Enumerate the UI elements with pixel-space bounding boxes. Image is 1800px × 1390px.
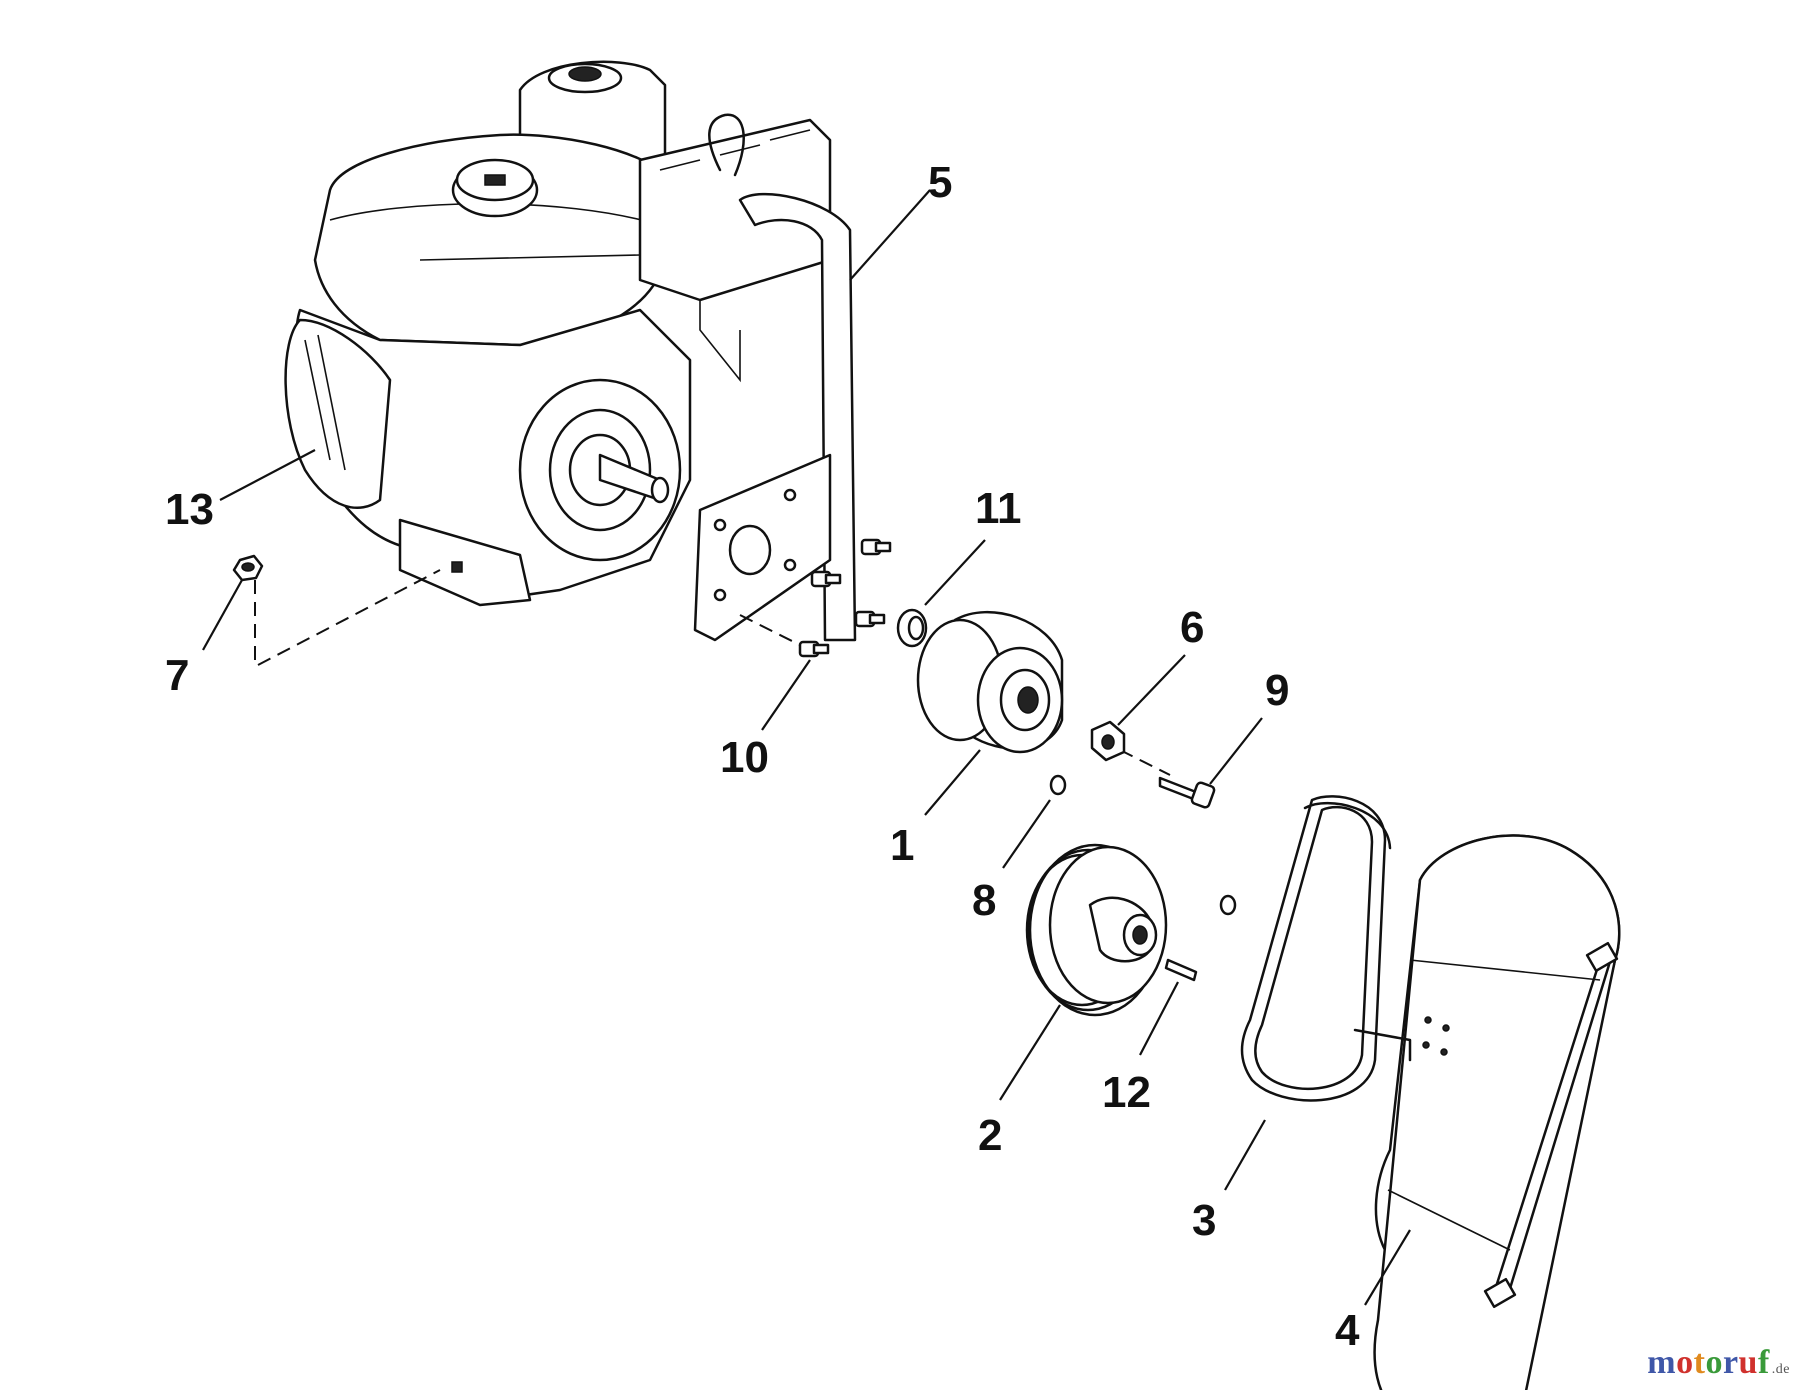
watermark-letter: m: [1647, 1344, 1677, 1381]
pulley: [1025, 843, 1168, 1017]
callout-9: 9: [1265, 666, 1289, 715]
bolts: [798, 538, 892, 658]
spacer: [896, 608, 928, 648]
belt-guard: [1353, 834, 1621, 1390]
watermark-tld: .de: [1771, 1362, 1790, 1377]
watermark-letter: r: [1722, 1344, 1739, 1381]
callout-4: 4: [1335, 1306, 1360, 1355]
callout-3: 3: [1192, 1196, 1216, 1245]
washer: [1090, 720, 1126, 762]
belt: [1240, 795, 1392, 1102]
watermark-letter: o: [1705, 1344, 1723, 1381]
clutch: [916, 611, 1064, 754]
nut: [232, 554, 264, 582]
set-screw: [1049, 774, 1067, 796]
callout-10: 10: [720, 733, 769, 782]
callout-13: 13: [165, 485, 214, 534]
motoruf-watermark: motoruf.de: [1647, 1344, 1790, 1382]
watermark-letter: o: [1676, 1344, 1694, 1381]
leader-lines: [202, 189, 1411, 1306]
callout-1: 1: [890, 821, 914, 870]
callout-6: 6: [1180, 603, 1204, 652]
clutch-bolt: [1158, 776, 1216, 809]
callout-labels: 13 7 5 11 6 9 10 1 8 2 12 3 4: [165, 158, 1360, 1355]
key: [1164, 958, 1198, 982]
watermark-letter: f: [1757, 1344, 1770, 1381]
callout-5: 5: [928, 158, 952, 207]
engine: [284, 60, 832, 607]
callout-7: 7: [165, 651, 189, 700]
mounting-plate: [693, 453, 832, 642]
watermark-letter: u: [1738, 1344, 1758, 1381]
watermark-letter: t: [1693, 1344, 1706, 1381]
callout-12: 12: [1102, 1068, 1151, 1117]
callout-8: 8: [972, 876, 996, 925]
callout-2: 2: [978, 1111, 1002, 1160]
callout-11: 11: [975, 484, 1022, 533]
